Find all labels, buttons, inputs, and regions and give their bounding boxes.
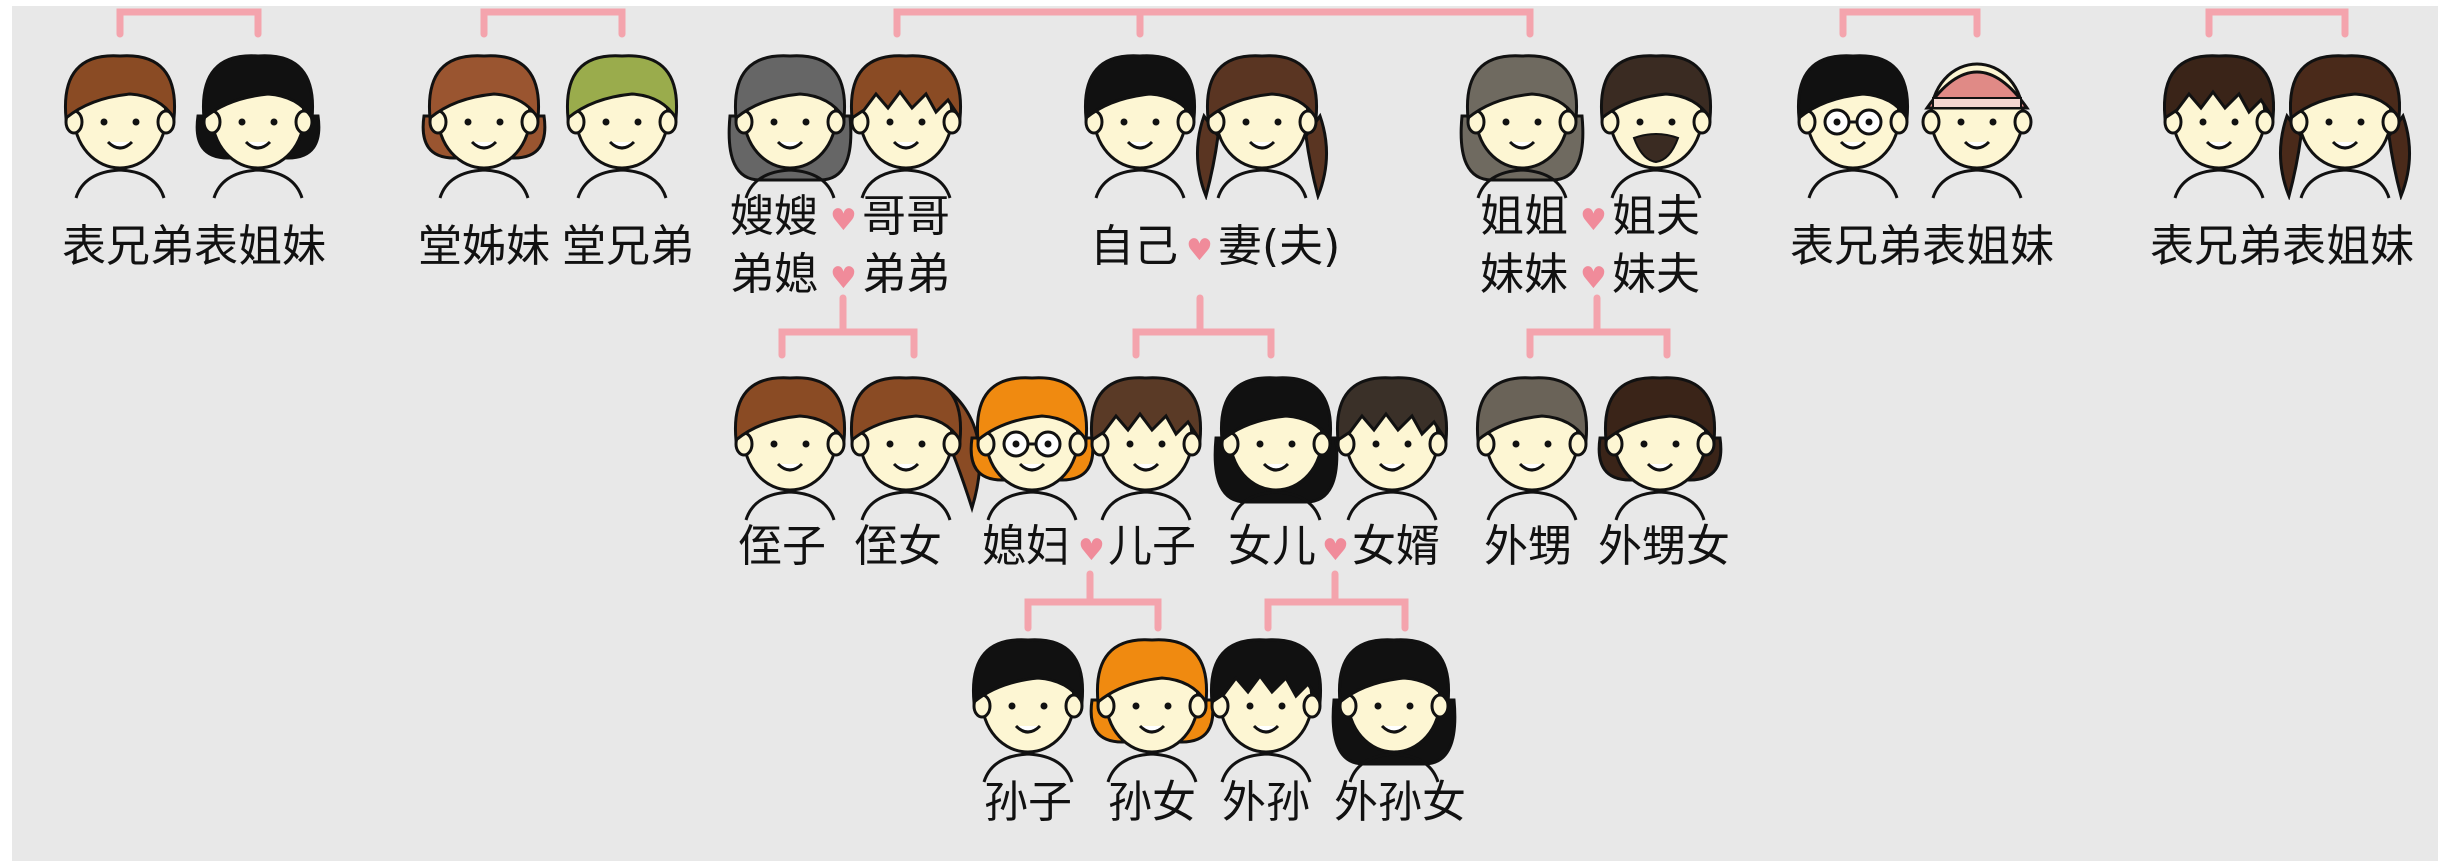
- heart-icon: ♥: [1186, 233, 1213, 268]
- face-paternal-cousin-m-icon: [547, 30, 697, 205]
- face-granddaughter-icon: [1077, 614, 1227, 789]
- label-younger-sister: 妹妹: [1480, 249, 1568, 300]
- connector-paternal-cousins: [480, 8, 626, 38]
- connector-daughter-children: [1264, 570, 1409, 632]
- label-paternal-female-cousin: 堂姊妹: [418, 221, 550, 272]
- label-male-cousin-3: 表兄弟: [2150, 221, 2282, 272]
- label-younger-sister-husband: 妹夫: [1612, 249, 1700, 300]
- label-daughters-son: 外孙: [1222, 777, 1310, 828]
- label-niece: 侄女: [854, 521, 942, 572]
- label-group-2: 堂姊妹堂兄弟: [418, 222, 694, 272]
- label-spouse: 妻(夫): [1218, 221, 1341, 272]
- label-female-cousin-2: 表姐妹: [1922, 221, 2054, 272]
- label-paternal-male-cousin: 堂兄弟: [562, 221, 694, 272]
- connector-self-children: [1132, 294, 1275, 359]
- face-cousin-m-2-icon: [1778, 30, 1928, 205]
- heart-icon: ♥: [1322, 533, 1349, 568]
- face-brother-icon: [831, 30, 981, 205]
- label-female-cousin-3: 表姐妹: [2282, 221, 2414, 272]
- label-older-sister-husband: 姐夫: [1612, 191, 1700, 242]
- heart-icon: ♥: [830, 203, 857, 238]
- label-older-sister: 姐姐: [1480, 191, 1568, 242]
- face-cousin-f-2-icon: [1902, 30, 2052, 205]
- heart-icon: ♥: [1580, 261, 1607, 296]
- face-nephew-icon: [715, 352, 865, 527]
- label-male-cousin-2: 表兄弟: [1790, 221, 1922, 272]
- label-sisters-son: 外甥: [1484, 521, 1572, 572]
- face-sister-icon: [1447, 30, 1597, 205]
- label-group-7: 表兄弟表姐妹: [2150, 222, 2414, 272]
- face-sister-in-law-icon: [715, 30, 865, 205]
- connector-cousins-2: [1839, 8, 1981, 38]
- face-cousin-m-3-icon: [2144, 30, 2294, 205]
- label-female-cousin-1: 表姐妹: [194, 221, 326, 272]
- face-brother-in-law-icon: [1581, 30, 1731, 205]
- label-group-1: 表兄弟表姐妹: [62, 222, 326, 272]
- heart-icon: ♥: [1078, 533, 1105, 568]
- face-cousin-m-1-icon: [45, 30, 195, 205]
- face-daughters-son-icon: [1191, 614, 1341, 789]
- label-son-in-law: 女婿: [1352, 521, 1440, 572]
- label-daughter: 女儿: [1228, 521, 1316, 572]
- label-older-brother: 哥哥: [862, 191, 950, 242]
- label-son: 儿子: [1108, 521, 1196, 572]
- connector-parents: [893, 8, 1534, 38]
- label-younger-brother-wife: 弟媳: [730, 249, 818, 300]
- face-spouse-icon: [1187, 30, 1337, 205]
- face-paternal-cousin-f-icon: [409, 30, 559, 205]
- face-daughters-daughter-icon: [1319, 614, 1469, 789]
- connector-son-children: [1024, 570, 1162, 632]
- connector-sister-children: [1526, 294, 1671, 359]
- connector-cousins-1: [116, 8, 262, 38]
- label-sisters-daughter: 外甥女: [1598, 521, 1730, 572]
- connector-cousins-3: [2205, 8, 2349, 38]
- heart-icon: ♥: [1580, 203, 1607, 238]
- label-grandson: 孙子: [984, 777, 1072, 828]
- face-niece-icon: [831, 352, 982, 527]
- face-daughter-in-law-icon: [957, 352, 1107, 527]
- heart-icon: ♥: [830, 261, 857, 296]
- face-sisters-daughter-icon: [1585, 352, 1735, 527]
- label-group-6: 表兄弟表姐妹: [1790, 222, 2054, 272]
- label-daughters-daughter: 外孙女: [1334, 777, 1466, 828]
- face-grandson-icon: [953, 614, 1103, 789]
- label-self: 自己: [1090, 221, 1178, 272]
- connector-brother-children: [778, 294, 918, 359]
- face-sisters-son-icon: [1457, 352, 1607, 527]
- label-sister-in-law: 嫂嫂: [730, 191, 818, 242]
- face-cousin-f-3-icon: [2270, 30, 2420, 205]
- face-cousin-f-1-icon: [183, 30, 333, 205]
- label-nephew: 侄子: [738, 521, 826, 572]
- face-daughter-icon: [1201, 352, 1351, 527]
- label-younger-brother: 弟弟: [862, 249, 950, 300]
- label-male-cousin-1: 表兄弟: [62, 221, 194, 272]
- face-son-icon: [1071, 352, 1221, 527]
- label-daughter-in-law: 媳妇: [982, 521, 1070, 572]
- face-self-icon: [1065, 30, 1215, 205]
- label-granddaughter: 孙女: [1108, 777, 1196, 828]
- face-son-in-law-icon: [1317, 352, 1467, 527]
